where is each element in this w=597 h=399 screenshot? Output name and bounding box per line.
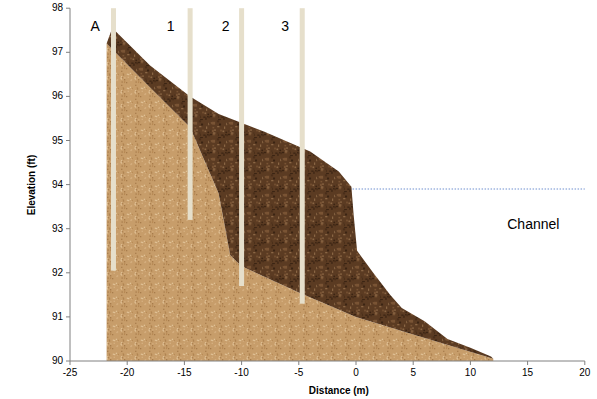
tick-label: 5 (410, 368, 416, 378)
x-tick (298, 361, 299, 365)
tick-label: 15 (522, 368, 533, 378)
x-tick (184, 361, 185, 365)
y-tick (66, 52, 70, 53)
x-tick (584, 361, 585, 365)
x-tick (470, 361, 471, 365)
x-tick (413, 361, 414, 365)
callout-label: 1 (167, 19, 175, 33)
x-tick (356, 361, 357, 365)
axis-title: Elevation (ft) (27, 154, 37, 215)
measurement-pole (239, 8, 244, 286)
y-tick (66, 96, 70, 97)
tick-label: 10 (465, 368, 476, 378)
measurement-pole (188, 8, 193, 220)
callout-label: 3 (281, 19, 289, 33)
y-tick (66, 316, 70, 317)
tick-label: 20 (579, 368, 590, 378)
tick-label: 91 (52, 312, 63, 322)
tick-label: -15 (177, 368, 191, 378)
tick-label: 90 (52, 356, 63, 366)
tick-label: 93 (52, 224, 63, 234)
y-tick (66, 184, 70, 185)
axis-title: Distance (m) (309, 386, 369, 396)
x-tick (70, 361, 71, 365)
tick-label: -20 (120, 368, 134, 378)
tick-label: -10 (234, 368, 248, 378)
x-axis (70, 361, 585, 362)
tick-label: 98 (52, 3, 63, 13)
measurement-pole (300, 8, 305, 303)
tick-label: 92 (52, 268, 63, 278)
callout-label: 2 (222, 19, 230, 33)
tick-label: -25 (63, 368, 77, 378)
tick-label: 95 (52, 136, 63, 146)
x-tick (127, 361, 128, 365)
callout-label: A (90, 19, 99, 33)
y-tick (66, 361, 70, 362)
x-tick (241, 361, 242, 365)
tick-label: 97 (52, 47, 63, 57)
y-tick (66, 140, 70, 141)
tick-label: 94 (52, 180, 63, 190)
y-tick (66, 8, 70, 9)
tick-label: 96 (52, 91, 63, 101)
y-tick (66, 228, 70, 229)
tick-label: 0 (353, 368, 359, 378)
y-tick (66, 272, 70, 273)
channel-label: Channel (507, 217, 559, 231)
water-level (353, 189, 585, 190)
tick-label: -5 (294, 368, 303, 378)
x-tick (527, 361, 528, 365)
measurement-pole (111, 8, 116, 270)
